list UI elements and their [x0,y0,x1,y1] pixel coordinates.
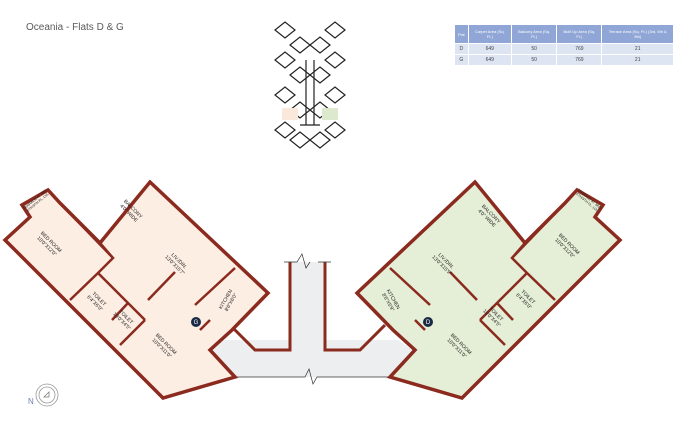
area-table: Flat Carpet Area (Sq. Ft.) Balcony Area … [455,25,674,65]
table-row: D 649 50 769 21 [455,43,674,55]
north-arrow-icon: N [28,383,59,407]
cell: 649 [468,43,512,55]
cell: 649 [468,54,512,65]
flat-marker: G [194,320,199,326]
cell: 50 [511,43,558,55]
flat-left: G [2,179,271,400]
corridor [200,253,415,385]
header-cell: Carpet Area (Sq. Ft.) [468,25,512,44]
header-cell: Balcony Area (Sq. Ft.) [511,25,558,44]
cell: 769 [556,43,603,55]
key-plan [274,21,346,149]
cell: 21 [601,54,674,65]
cell: G [455,54,469,65]
flat-marker: D [426,320,431,326]
header-cell: Built Up Area (Sq. Ft.) [556,25,603,44]
page-title: Oceania - Flats D & G [26,22,124,33]
header-cell: Flat [455,25,469,44]
cell: D [455,43,469,55]
table-row: G 649 50 769 21 [455,54,674,65]
table-header: Flat Carpet Area (Sq. Ft.) Balcony Area … [455,25,674,44]
cell: 769 [556,54,603,65]
cell: 50 [511,54,558,65]
north-label: N [28,397,34,406]
flat-right: D [354,179,623,400]
cell: 21 [601,43,674,55]
header-cell: Terrace Area (Sq. Ft.) (3rd, 6th & 9th) [601,25,674,44]
